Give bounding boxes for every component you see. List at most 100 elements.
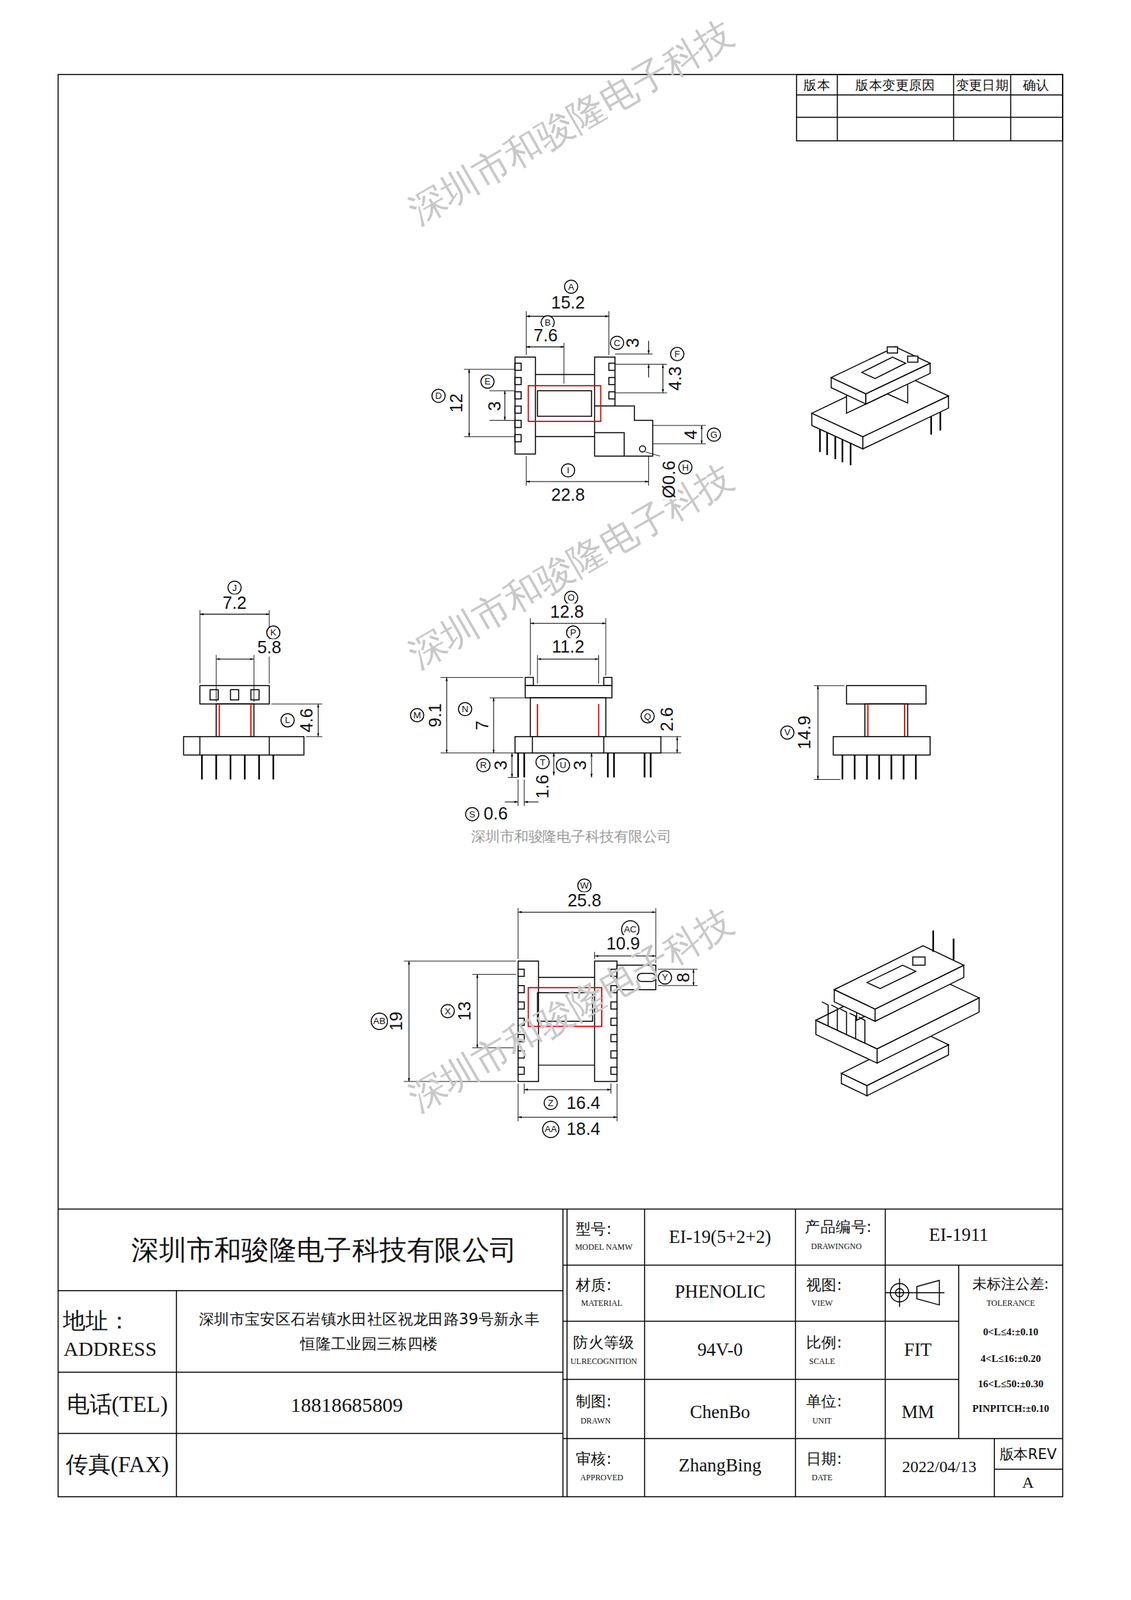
- field-label: 比例:: [806, 1334, 842, 1350]
- front-view-dimensions-part: [553, 752, 554, 776]
- callout-letter: R: [476, 757, 491, 773]
- tolerance-note: 0<L≤4:±0.10: [983, 1326, 1039, 1337]
- field-label: 日期:: [806, 1451, 842, 1467]
- left-view: [183, 685, 304, 779]
- isometric-view-bottom-part: [858, 1016, 866, 1043]
- left-view-dimensions-part: [271, 703, 323, 705]
- top-view-dimensions-part: [563, 342, 565, 384]
- bottom-view-dimensions-part: [518, 911, 656, 913]
- isometric-view-bottom-part: [867, 964, 917, 989]
- revision-header: 确认: [1022, 77, 1050, 91]
- left-view-dimensions-part: [216, 658, 254, 660]
- field-label: ADDRESS: [63, 1338, 157, 1359]
- dimension-value: 14.9: [795, 714, 814, 751]
- front-view-dimensions-part: [524, 801, 539, 803]
- top-view-part: [608, 363, 615, 370]
- callout-letter: Q: [640, 709, 656, 724]
- top-view-part: [514, 406, 522, 414]
- front-view-part: [530, 697, 606, 737]
- field-value: A: [1022, 1473, 1034, 1490]
- title-block-grid-part: [175, 1290, 177, 1497]
- dimension-value: 10.9: [605, 934, 641, 952]
- front-view-part: [514, 736, 661, 753]
- right-view-part: [846, 685, 926, 704]
- sheet-frame-part: [836, 74, 838, 141]
- top-view-dimensions-part: [648, 363, 649, 377]
- front-view-dimensions-part: [676, 736, 678, 753]
- left-view-dimensions-part: [216, 655, 217, 703]
- top-view-part: [535, 436, 595, 437]
- left-view-part: [250, 689, 260, 700]
- isometric-view-top-part: [841, 439, 844, 463]
- left-view-part: [201, 754, 203, 780]
- dimension-value: 2.6: [658, 705, 676, 732]
- watermark: 深圳市和骏隆电子科技有限公司: [471, 829, 671, 844]
- top-view-part: [514, 419, 522, 427]
- dimension-value: 11.2: [551, 637, 586, 656]
- revision-header: 版本: [803, 77, 831, 91]
- field-value: EI-19(5+2+2): [668, 1226, 772, 1246]
- top-view-part: [528, 385, 602, 422]
- top-view-part: [514, 391, 522, 399]
- field-label: 审核:: [575, 1451, 612, 1467]
- field-label-english: ULRECOGNITION: [570, 1357, 637, 1366]
- projection-symbol: [885, 1278, 946, 1307]
- title-block-grid-part: [58, 1371, 563, 1372]
- sheet-frame-part: [58, 74, 1063, 1497]
- front-view-dimensions-part: [511, 752, 513, 778]
- title-block-grid-part: [884, 1208, 886, 1497]
- left-view-part: [218, 703, 221, 737]
- title-block-grid: [58, 1208, 1063, 1497]
- left-view-part: [216, 703, 254, 737]
- front-view-dimensions-part: [530, 622, 606, 624]
- bottom-view-part: [610, 1018, 617, 1026]
- field-label: 电话(TEL): [67, 1392, 169, 1416]
- front-view-part: [603, 736, 604, 753]
- right-view-part: [866, 754, 868, 780]
- isometric-view-top: [811, 346, 949, 465]
- right-view-part: [903, 703, 906, 737]
- bottom-view-dimensions-part: [477, 973, 478, 1047]
- title-block-grid-part: [795, 1208, 796, 1497]
- projection-symbol-part: [899, 1278, 900, 1307]
- top-view-part: [514, 363, 522, 370]
- isometric-view-top-part: [826, 432, 828, 455]
- field-value: 18818685809: [290, 1394, 403, 1415]
- title-block-grid-part: [58, 1208, 1063, 1209]
- company-name: 深圳市和骏隆电子科技有限公司: [131, 1235, 517, 1263]
- bottom-view-part: [518, 985, 525, 993]
- isometric-view-top-part: [939, 412, 941, 431]
- front-view-part: [613, 752, 615, 778]
- bottom-view-dimensions-part: [610, 1083, 612, 1094]
- dimension-value: 4.3: [666, 365, 684, 392]
- right-view-part: [902, 754, 904, 780]
- front-view-part: [536, 703, 539, 737]
- field-value: ChenBo: [689, 1402, 751, 1421]
- bottom-view-part: [538, 1063, 595, 1065]
- field-value: 94V-0: [697, 1340, 743, 1359]
- front-view-part: [607, 752, 609, 778]
- left-view-dimensions-part: [199, 613, 269, 615]
- field-label: 制图:: [575, 1393, 612, 1409]
- isometric-view-top-part: [861, 356, 906, 379]
- bottom-view-part: [610, 1050, 617, 1058]
- callout-letter: D: [431, 388, 446, 403]
- isometric-view-bottom-part: [849, 1012, 856, 1039]
- top-view-dimensions-part: [614, 392, 667, 394]
- field-label-english: DRAWINGNO: [810, 1242, 862, 1251]
- title-block-grid-part: [58, 1432, 563, 1434]
- isometric-view-bottom-part: [834, 945, 964, 1009]
- front-view-dimensions-part: [489, 697, 525, 699]
- sheet-frame-part: [796, 74, 1063, 141]
- front-view-part: [516, 752, 519, 778]
- sheet-frame-part: [1009, 74, 1011, 141]
- top-view-dimensions-part: [648, 340, 649, 354]
- title-block-grid-part: [957, 1264, 959, 1439]
- bottom-view-dimensions-part: [518, 1116, 618, 1118]
- bottom-view-dimensions-part: [408, 960, 410, 1082]
- top-view-dimensions-part: [608, 311, 610, 355]
- front-view-dimensions-part: [493, 697, 494, 753]
- callout-letter: H: [678, 460, 693, 475]
- top-view-dimensions-part: [525, 456, 527, 486]
- bottom-view-part: [538, 976, 595, 978]
